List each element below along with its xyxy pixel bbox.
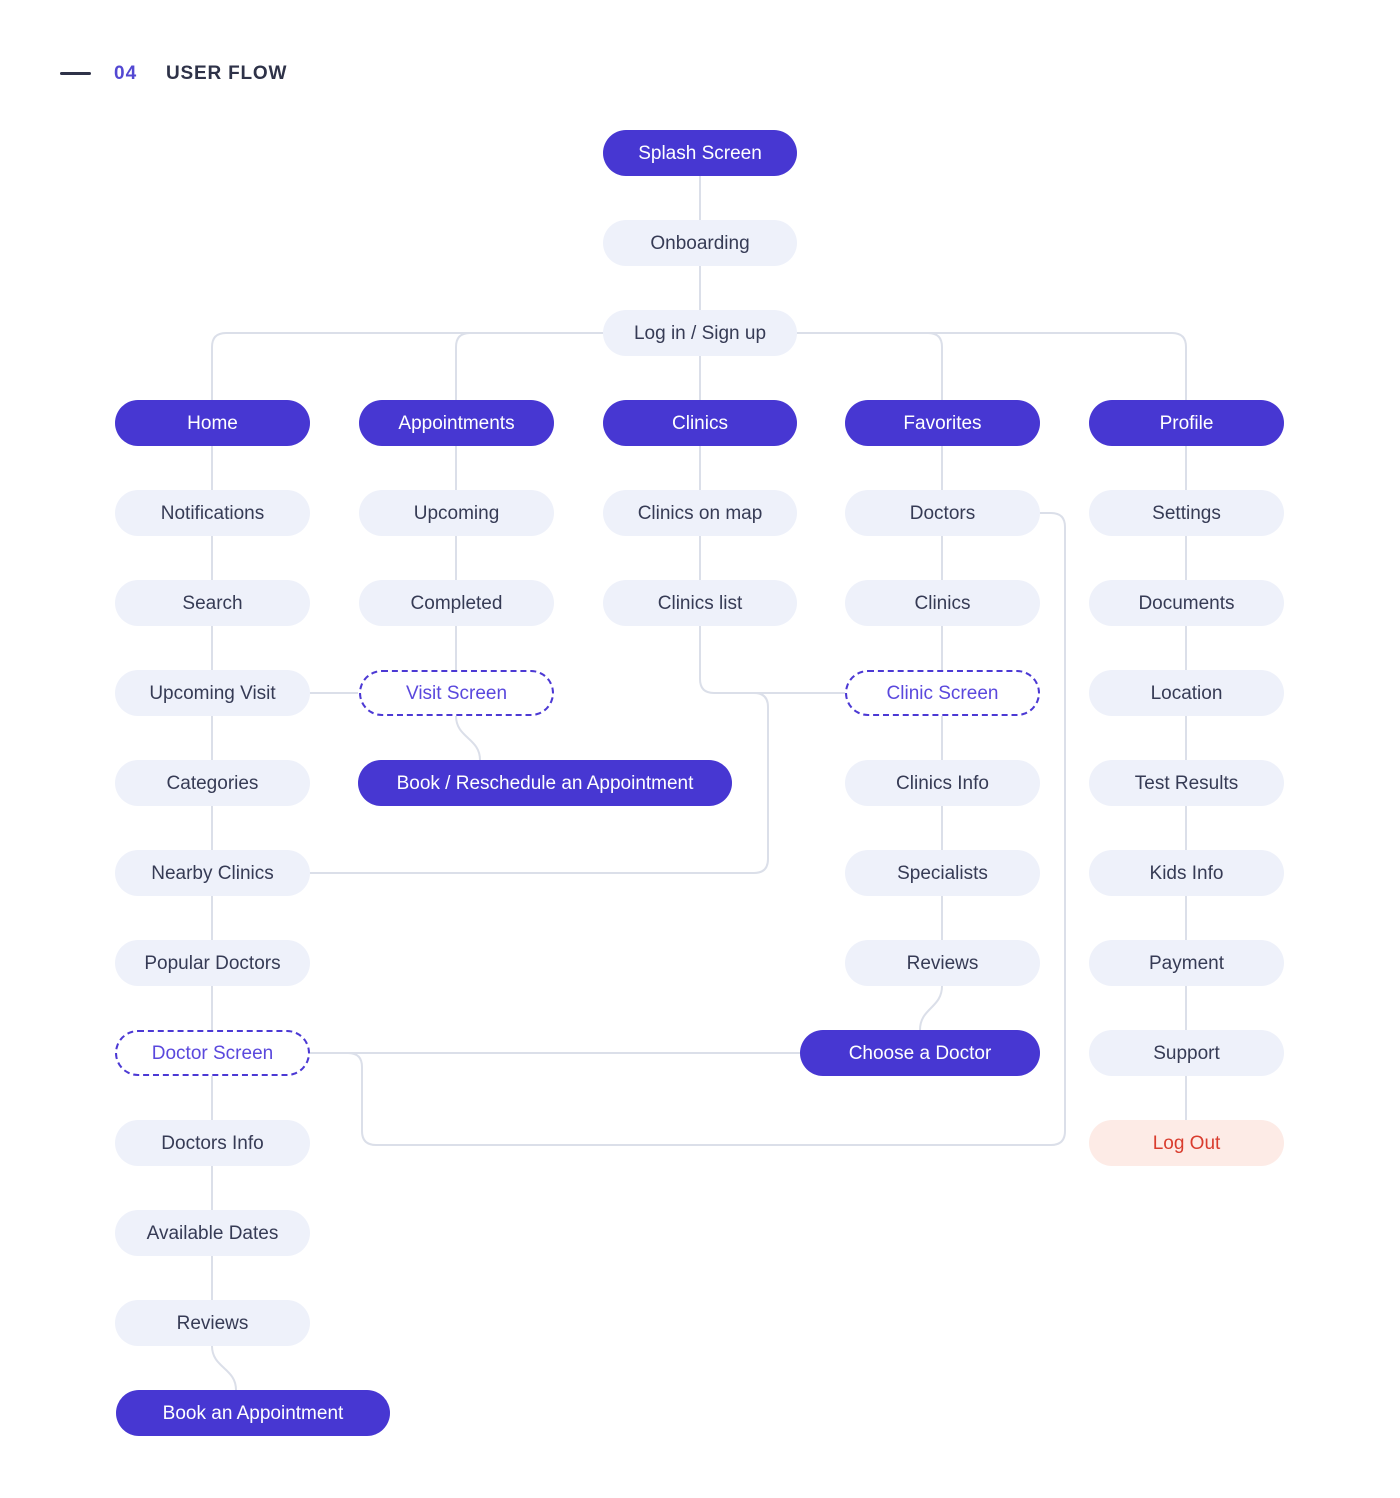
node-popular-doctors: Popular Doctors [115, 940, 310, 986]
edge-clinics-list-clinic-screen [699, 626, 845, 694]
node-payment: Payment [1089, 940, 1284, 986]
node-clinics-info: Clinics Info [845, 760, 1040, 806]
node-reviews-doctor: Reviews [115, 1300, 310, 1346]
section-index: 04 [114, 63, 138, 84]
edge-login-favorites [927, 332, 943, 400]
node-splash-screen: Splash Screen [603, 130, 797, 176]
node-specialists: Specialists [845, 850, 1040, 896]
node-visit-screen: Visit Screen [359, 670, 554, 716]
node-doctors: Doctors [845, 490, 1040, 536]
edge-clinic-screen-nearby-clinics [310, 692, 769, 874]
node-clinic-screen: Clinic Screen [845, 670, 1040, 716]
section-title: USER FLOW [166, 63, 288, 84]
node-log-out: Log Out [1089, 1120, 1284, 1166]
edge-login-profile [797, 332, 1187, 400]
header-dash-rule [60, 72, 91, 75]
node-home: Home [115, 400, 310, 446]
node-reviews-clinic: Reviews [845, 940, 1040, 986]
node-support: Support [1089, 1030, 1284, 1076]
node-location: Location [1089, 670, 1284, 716]
node-clinics-list: Clinics list [603, 580, 797, 626]
node-appointments: Appointments [359, 400, 554, 446]
node-categories: Categories [115, 760, 310, 806]
node-clinics-favorites: Clinics [845, 580, 1040, 626]
node-available-dates: Available Dates [115, 1210, 310, 1256]
node-choose-a-doctor: Choose a Doctor [800, 1030, 1040, 1076]
node-completed: Completed [359, 580, 554, 626]
node-settings: Settings [1089, 490, 1284, 536]
section-header: 04 USER FLOW [0, 0, 1400, 110]
node-book-reschedule-appointment: Book / Reschedule an Appointment [358, 760, 732, 806]
node-clinics-on-map: Clinics on map [603, 490, 797, 536]
edge-login-home [211, 332, 603, 400]
node-notifications: Notifications [115, 490, 310, 536]
node-kids-info: Kids Info [1089, 850, 1284, 896]
node-doctors-info: Doctors Info [115, 1120, 310, 1166]
node-login-signup: Log in / Sign up [603, 310, 797, 356]
node-doctor-screen: Doctor Screen [115, 1030, 310, 1076]
edge-reviews-choose-a-doctor [919, 985, 943, 1031]
node-clinics: Clinics [603, 400, 797, 446]
node-nearby-clinics: Nearby Clinics [115, 850, 310, 896]
node-onboarding: Onboarding [603, 220, 797, 266]
node-favorites: Favorites [845, 400, 1040, 446]
node-test-results: Test Results [1089, 760, 1284, 806]
edge-visit-screen-book-reschedule [455, 715, 481, 761]
node-documents: Documents [1089, 580, 1284, 626]
node-profile: Profile [1089, 400, 1284, 446]
edge-login-appointments [455, 332, 471, 400]
node-upcoming: Upcoming [359, 490, 554, 536]
edge-reviews-book-an-appointment [211, 1345, 237, 1391]
node-search: Search [115, 580, 310, 626]
edge-doctors-doctor-screen [347, 512, 1066, 1146]
node-upcoming-visit: Upcoming Visit [115, 670, 310, 716]
node-book-an-appointment: Book an Appointment [116, 1390, 390, 1436]
